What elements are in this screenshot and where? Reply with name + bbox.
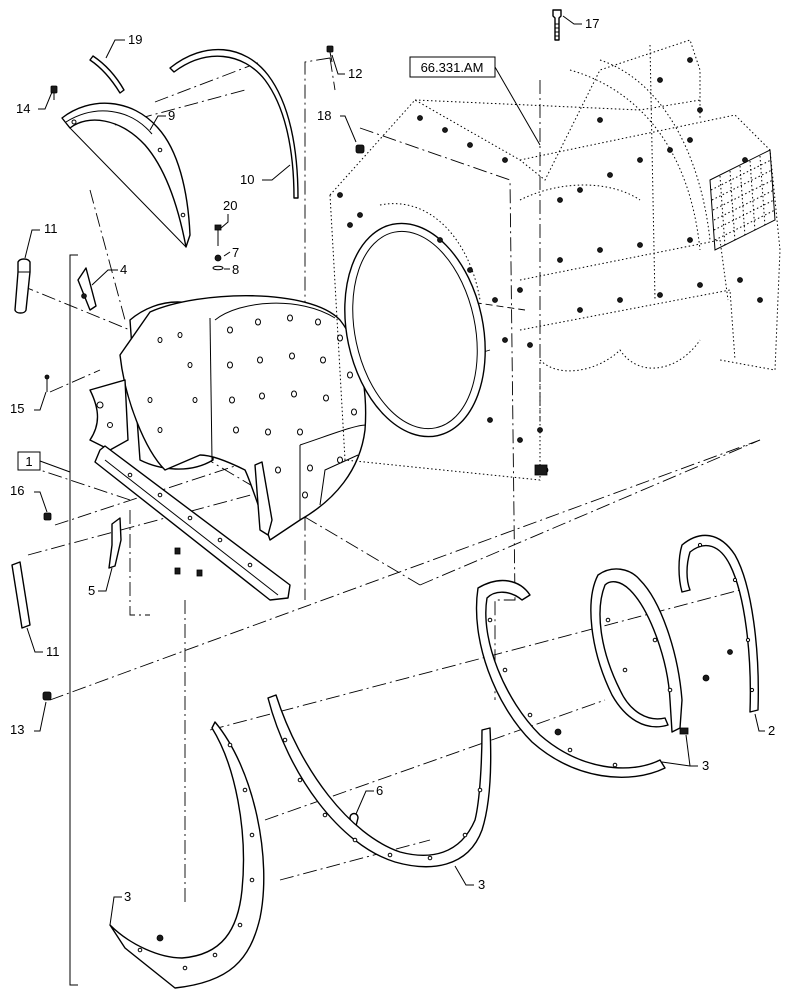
part-3-arc-right-1 [475, 579, 666, 778]
callout-11-upper: 11 [44, 221, 58, 236]
callout-13: 13 [10, 722, 24, 737]
callout-6: 6 [376, 783, 383, 798]
callout-7: 7 [232, 245, 239, 260]
callout-3-bottom-center: 3 [478, 877, 485, 892]
callout-11-lower: 11 [46, 644, 60, 659]
part-13-nut [42, 691, 52, 701]
callout-20: 20 [223, 198, 237, 213]
part-18-nut [355, 144, 365, 154]
part-8-washer [212, 265, 224, 271]
part-5-plate [108, 517, 122, 569]
part-12-bolt [326, 45, 334, 63]
callout-2: 2 [768, 723, 775, 738]
reference-box-label: 66.331.AM [421, 60, 484, 75]
callout-18: 18 [317, 108, 331, 123]
part-11-upper [14, 258, 31, 314]
part-3-arc-bottom-center [156, 694, 492, 942]
callouts: 19 14 9 10 12 18 17 20 7 8 11 4 15 16 5 … [10, 15, 775, 926]
reference-assembly [329, 39, 781, 481]
part-3-arc-bottom-left [109, 721, 265, 989]
part-20-bolt [214, 224, 222, 246]
callout-17: 17 [585, 16, 599, 31]
assembly-bracket [69, 254, 78, 986]
callout-3-right: 3 [702, 758, 709, 773]
part-2-arc [678, 534, 759, 713]
callout-5: 5 [88, 583, 95, 598]
callout-12: 12 [348, 66, 362, 81]
part-3-arc-right-2 [590, 568, 710, 735]
assembly-box-label: 1 [25, 454, 32, 469]
callout-9: 9 [168, 108, 175, 123]
cone-housing [89, 294, 367, 601]
part-15-pin [44, 374, 50, 392]
alignment-lines [19, 57, 761, 985]
part-19-strip [89, 55, 125, 94]
part-11-lower [11, 561, 31, 629]
callout-14: 14 [16, 101, 30, 116]
assembly-box: 1 [17, 451, 71, 473]
screen-grid [709, 149, 776, 251]
part-10-strip [169, 48, 299, 199]
callout-8: 8 [232, 262, 239, 277]
callout-3-bottom-left: 3 [124, 889, 131, 904]
part-16-nut [43, 512, 52, 521]
part-4-bracket [77, 267, 97, 311]
part-7-nut [214, 254, 222, 262]
part-17-bolt [552, 9, 562, 41]
reference-box: 66.331.AM [409, 56, 541, 146]
part-14-bolt [50, 85, 58, 100]
callout-4: 4 [120, 262, 127, 277]
callout-15: 15 [10, 401, 24, 416]
part-9-cover [61, 102, 191, 248]
callout-19: 19 [128, 32, 142, 47]
callout-16: 16 [10, 483, 24, 498]
callout-10: 10 [240, 172, 254, 187]
